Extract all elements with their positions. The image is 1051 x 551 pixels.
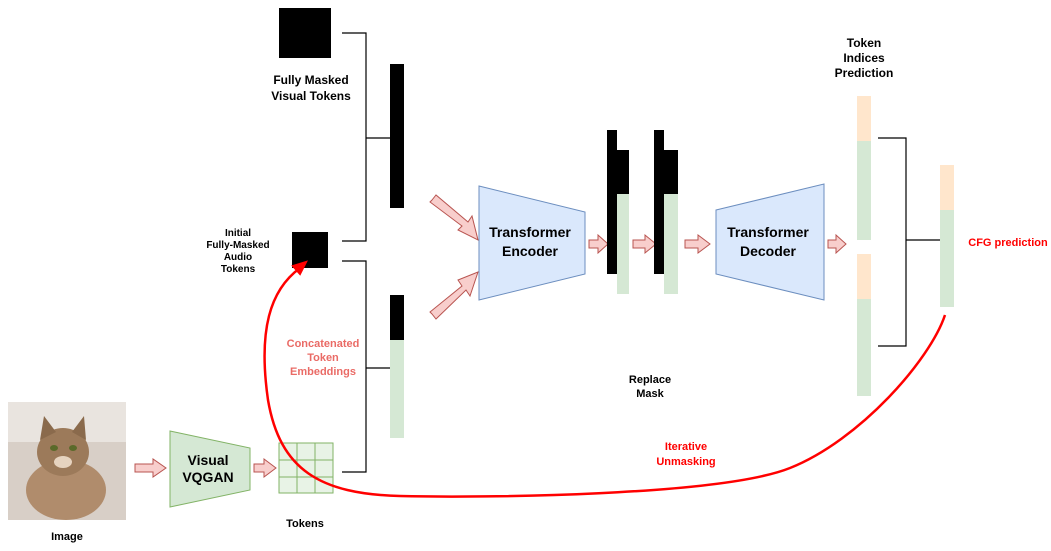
concatenated-label-3: Embeddings [290, 366, 356, 378]
cfg-visual [940, 210, 954, 307]
replace-mask-label-2: Mask [636, 388, 664, 400]
masked-audio-tokens-square [292, 232, 328, 268]
arrow-vqgan-to-tokens [253, 458, 277, 478]
iterative-unmasking-arrowhead [291, 260, 308, 276]
visual-vqgan-block [169, 430, 251, 508]
pred-upper-audio [857, 96, 871, 141]
cat-image [8, 402, 126, 520]
initial-audio-label-2: Fully-Masked [206, 240, 269, 251]
initial-audio-label-4: Tokens [221, 264, 256, 275]
vqgan-label-1: Visual [188, 452, 229, 468]
concatenated-label-2: Token [307, 352, 339, 364]
token-indices-label-3: Prediction [835, 66, 894, 80]
vqgan-label-2: VQGAN [182, 469, 233, 485]
arrow-column-to-column [632, 233, 657, 255]
right-bracket [878, 137, 907, 347]
encoder-output-visual [617, 194, 629, 294]
replace-mask-label-1: Replace [629, 374, 671, 386]
replaced-column-masked [654, 130, 664, 274]
cfg-prediction-label: CFG prediction [968, 237, 1048, 249]
fully-masked-visual-label-1: Fully Masked [273, 73, 348, 87]
arrow-upper-to-encoder [429, 194, 479, 241]
token-indices-label-2: Indices [843, 51, 885, 65]
arrow-column-to-decoder [684, 234, 711, 254]
tokens-label: Tokens [286, 518, 324, 530]
encoder-output-masked [607, 130, 617, 274]
encoder-label-1: Transformer [489, 224, 571, 240]
initial-audio-label-1: Initial [225, 228, 251, 239]
pred-lower-visual [857, 299, 871, 396]
masked-visual-tokens-square [279, 8, 331, 58]
iterative-label-1: Iterative [665, 441, 707, 453]
token-indices-label-1: Token [847, 36, 881, 50]
upper-bracket [342, 32, 367, 242]
transformer-encoder-block [478, 185, 586, 301]
iterative-unmasking-path [263, 266, 947, 498]
concatenated-label-1: Concatenated [287, 338, 360, 350]
fully-masked-visual-label-2: Visual Tokens [271, 89, 351, 103]
transformer-decoder-block [715, 183, 825, 301]
encoder-label-2: Encoder [502, 243, 559, 259]
initial-audio-label-3: Audio [224, 252, 252, 263]
lower-bracket [342, 260, 367, 473]
image-label: Image [51, 531, 83, 543]
decoder-label-2: Decoder [740, 243, 797, 259]
lower-masked-segment [390, 295, 404, 340]
upper-masked-column [390, 64, 404, 208]
pred-lower-audio [857, 254, 871, 299]
encoder-output-masked-2 [617, 150, 629, 194]
lower-visual-segment [390, 340, 404, 438]
arrow-decoder-to-predictions [827, 233, 847, 255]
pred-upper-visual [857, 141, 871, 240]
cfg-audio [940, 165, 954, 210]
replaced-column-visual [664, 194, 678, 294]
replaced-column-masked-2 [664, 150, 678, 194]
iterative-label-2: Unmasking [656, 456, 715, 468]
arrow-lower-to-encoder [429, 271, 479, 320]
arrow-image-to-vqgan [134, 458, 167, 478]
arrow-encoder-to-column [588, 233, 609, 255]
decoder-label-1: Transformer [727, 224, 809, 240]
